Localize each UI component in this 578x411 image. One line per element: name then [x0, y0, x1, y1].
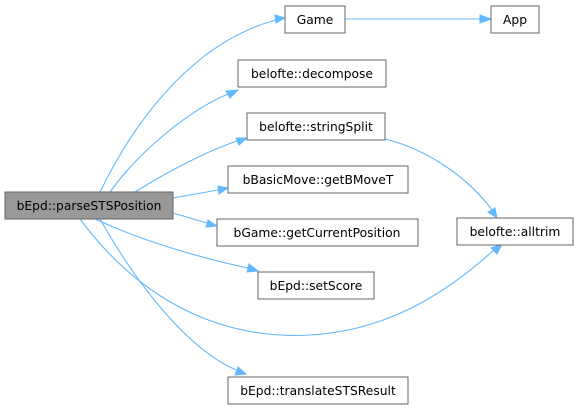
edge-game-to-app-arrowhead	[479, 14, 493, 24]
edge-root-to-setscore-arrowhead	[246, 263, 260, 273]
edge-root-to-game	[99, 19, 277, 193]
node-app[interactable]: App	[490, 5, 540, 34]
node-getcurrentposition-box	[216, 218, 419, 247]
node-translatestsresult-label: bEpd::translateSTSResult	[240, 384, 396, 398]
node-stringsplit[interactable]: belofte::stringSplit	[246, 112, 386, 141]
edge-root-to-stringsplit	[134, 140, 238, 193]
edge-root-to-getbmovet	[172, 189, 219, 199]
edges	[79, 14, 504, 376]
node-translatestsresult-box	[227, 376, 409, 405]
node-game[interactable]: Game	[284, 5, 346, 34]
node-app-label: App	[503, 13, 527, 27]
edge-stringsplit-to-alltrim	[384, 138, 493, 211]
node-setscore[interactable]: bEpd::setScore	[257, 271, 375, 300]
node-setscore-box	[257, 271, 375, 300]
node-root-label: bEpd::parseSTSPosition	[17, 199, 162, 213]
node-game-label: Game	[297, 13, 334, 27]
node-alltrim-box	[456, 217, 574, 246]
edge-root-to-getcurrentposition	[172, 212, 208, 224]
node-getcurrentposition[interactable]: bGame::getCurrentPosition	[216, 218, 419, 247]
node-app-box	[490, 5, 540, 34]
edge-root-to-alltrim-arrowhead	[490, 243, 504, 255]
node-getbmovet[interactable]: bBasicMove::getBMoveT	[227, 165, 409, 194]
node-alltrim-label: belofte::alltrim	[470, 225, 561, 239]
node-root[interactable]: bEpd::parseSTSPosition	[4, 191, 174, 220]
edge-root-to-getcurrentposition-arrowhead	[205, 219, 219, 228]
node-stringsplit-label: belofte::stringSplit	[259, 120, 373, 134]
node-translatestsresult[interactable]: bEpd::translateSTSResult	[227, 376, 409, 405]
edge-root-to-translatestsresult	[99, 218, 237, 371]
edge-root-to-alltrim	[79, 218, 495, 336]
node-getcurrentposition-label: bGame::getCurrentPosition	[234, 226, 401, 240]
node-alltrim[interactable]: belofte::alltrim	[456, 217, 574, 246]
edge-stringsplit-to-alltrim-arrowhead	[487, 207, 498, 220]
node-root-box	[4, 191, 174, 220]
edge-root-to-decompose-arrowhead	[225, 89, 240, 99]
nodes: bEpd::parseSTSPosition Game App belofte:…	[4, 5, 574, 405]
node-getbmovet-box	[227, 165, 409, 194]
edge-root-to-decompose	[109, 93, 229, 193]
edge-root-to-getbmovet-arrowhead	[217, 185, 230, 195]
node-decompose-label: belofte::decompose	[251, 67, 373, 81]
node-decompose-box	[237, 59, 387, 88]
node-game-box	[284, 5, 346, 34]
edge-root-to-translatestsresult-arrowhead	[234, 366, 248, 376]
edge-root-to-game-arrowhead	[274, 14, 287, 24]
node-decompose[interactable]: belofte::decompose	[237, 59, 387, 88]
node-setscore-label: bEpd::setScore	[270, 279, 363, 293]
node-getbmovet-label: bBasicMove::getBMoveT	[243, 173, 394, 187]
edge-root-to-setscore	[94, 218, 249, 269]
node-stringsplit-box	[246, 112, 386, 141]
edge-root-to-stringsplit-arrowhead	[235, 137, 249, 146]
